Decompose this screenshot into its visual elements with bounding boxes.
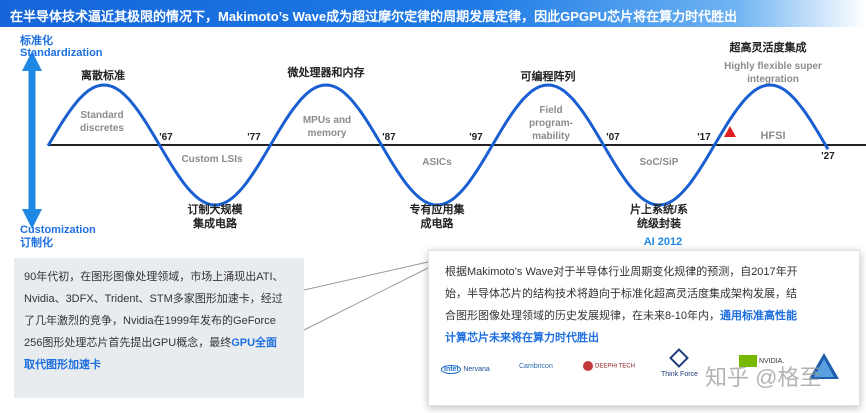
trough-1-cn-line-1: 订制大规模 — [188, 202, 244, 216]
year-label-67: '67 — [159, 132, 173, 143]
customization-cn-label: 订制化 — [20, 235, 53, 249]
pyramid-logo — [807, 351, 841, 383]
makimoto-wave-curve — [46, 83, 830, 207]
thinkforce-mark-icon — [669, 348, 690, 368]
prediction-line-3-highlight: 通用标准高性能 — [720, 310, 798, 322]
peak-3-inner-line-1: Field — [539, 105, 562, 116]
deephi-mark-icon — [583, 361, 593, 371]
peak-3-inner-line-3: mability — [532, 131, 570, 142]
prediction-line-3-text: 合图形图像处理领域的历史发展规律，在未来8-10年内， — [445, 310, 721, 322]
year-label-07: '07 — [606, 132, 620, 143]
peak-1-inner-line-2: discretes — [80, 123, 124, 134]
note-line-4-highlight: GPU全面 — [231, 337, 278, 349]
standardization-en-label: Standardization — [20, 47, 103, 59]
nervana-label: Nervana — [463, 366, 490, 373]
note-line-3: 了几年激烈的竞争，Nvidia在1999年发布的GeForce — [24, 315, 276, 327]
peak-4-cn-label: 超高灵活度集成 — [729, 40, 807, 54]
peak-2-inner-line-2: memory — [308, 128, 347, 139]
trough-3-cn-line-2: 统级封装 — [637, 216, 681, 230]
thinkforce-label: Think Force — [661, 371, 698, 378]
note-line-4-text: 256图形处理芯片首先提出GPU概念，最终 — [24, 337, 232, 349]
year-label-17: '17 — [697, 132, 711, 143]
year-label-97: '97 — [469, 132, 483, 143]
peak-2-cn-label: 微处理器和内存 — [287, 65, 365, 79]
gpu-history-note: 90年代初，在图形图像处理领域，市场上涌现出ATI、 Nvidia、3DFX、T… — [14, 258, 304, 398]
nvidia-eye-icon — [739, 355, 757, 367]
title-banner: 在半导体技术逼近其极限的情况下，Makimoto’s Wave成为超过摩尔定律的… — [0, 0, 866, 27]
peak-1-cn-label: 离散标准 — [81, 68, 125, 82]
prediction-line-2: 始，半导体芯片的结构技术将趋向于标准化超高灵活度集成架构发展，结 — [445, 288, 797, 300]
cambricon-label: Cambricon — [519, 363, 553, 370]
peak-3-cn-label: 可编程阵列 — [521, 69, 576, 83]
peak-2-inner-line-1: MPUs and — [303, 115, 351, 126]
banner-title: 在半导体技术逼近其极限的情况下，Makimoto’s Wave成为超过摩尔定律的… — [10, 9, 738, 24]
cambricon-logo: Cambricon — [519, 363, 553, 370]
trough-2-inner-label: ASICs — [422, 157, 452, 168]
year-label-87: '87 — [382, 132, 396, 143]
peak-4-inner-label: HFSI — [760, 130, 785, 142]
note-line-4: 256图形处理芯片首先提出GPU概念，最终GPU全面 — [24, 332, 294, 354]
nvidia-label: NVIDIA. — [759, 357, 785, 365]
trough-1-cn-line-2: 集成电路 — [192, 216, 238, 230]
prediction-box: 根据Makimoto’s Wave对于半导体行业周期变化规律的预测，自2017年… — [428, 250, 860, 406]
pyramid-icon — [809, 353, 839, 379]
trough-3-ai-note: AI 2012 — [644, 236, 683, 248]
prediction-line-4-highlight: 计算芯片未来将在算力时代胜出 — [445, 332, 599, 344]
peak-4-en-line-1: Highly flexible super — [724, 61, 822, 72]
deephi-label: DEEPHi TECH — [595, 363, 635, 370]
intel-nervana-logo: intel Nervana — [441, 365, 490, 374]
note-line-2: Nvidia、3DFX、Trident、STM多家图形加速卡，经过 — [24, 293, 283, 305]
deephi-logo: DEEPHi TECH — [583, 361, 635, 371]
trough-3-inner-label: SoC/SiP — [640, 157, 679, 168]
note-line-5-highlight: 取代图形加速卡 — [24, 359, 101, 371]
watermark: 知乎 @格至 — [705, 365, 822, 390]
trough-2-cn-line-1: 专有应用集 — [410, 202, 466, 216]
nvidia-logo: NVIDIA. — [739, 355, 784, 367]
intel-logo-mark: intel — [441, 365, 462, 374]
trough-2-cn-line-2: 成电路 — [421, 216, 455, 230]
prediction-line-3: 合图形图像处理领域的历史发展规律，在未来8-10年内，通用标准高性能 — [445, 305, 847, 327]
peak-4-en-line-2: integration — [747, 74, 799, 85]
peak-1-inner-line-1: Standard — [80, 110, 123, 121]
year-label-77: '77 — [247, 132, 261, 143]
standardization-cn-label: 标准化 — [19, 33, 53, 47]
note-line-1: 90年代初，在图形图像处理领域，市场上涌现出ATI、 — [24, 271, 284, 283]
trough-1-inner-label: Custom LSIs — [181, 154, 243, 165]
standardization-customization-arrow — [22, 51, 42, 229]
trough-3-cn-line-1: 片上系统/系 — [630, 202, 688, 216]
customization-en-label: Customization — [20, 224, 96, 236]
year-label-27: '27 — [821, 151, 835, 162]
makimoto-wave-diagram: 标准化 Standardization Customization 订制化 '6… — [19, 33, 866, 249]
thinkforce-logo: Think Force — [661, 348, 698, 378]
current-position-marker — [724, 126, 736, 137]
company-logos: intel Nervana Cambricon DEEPHi TECH Thin… — [439, 348, 849, 399]
prediction-line-1: 根据Makimoto’s Wave对于半导体行业周期变化规律的预测，自2017年… — [445, 266, 798, 278]
peak-3-inner-line-2: program- — [529, 118, 573, 129]
